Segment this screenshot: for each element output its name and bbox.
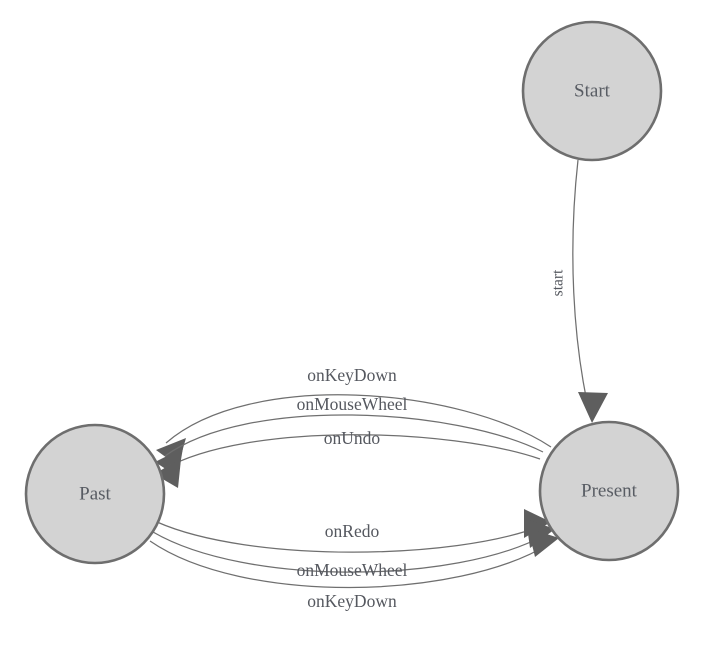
edge-label-past-to-present-onkeydown: onKeyDown: [307, 591, 397, 611]
edge-path-start-to-present: [572, 159, 590, 412]
edge-present-to-past-onundo[interactable]: [154, 434, 541, 488]
node-circle-past[interactable]: [24, 423, 166, 565]
node-present[interactable]: Present: [538, 420, 680, 562]
node-circle-start[interactable]: [521, 20, 663, 162]
node-start[interactable]: Start: [521, 20, 663, 162]
node-past[interactable]: Past: [24, 423, 166, 565]
edge-path-present-to-past-onkeydown: [165, 394, 552, 448]
edge-path-present-to-past-onmousewheel: [164, 414, 544, 457]
edge-label-past-to-present-onmousewheel: onMouseWheel: [297, 560, 408, 580]
node-label-start: Start: [574, 80, 611, 101]
node-label-present: Present: [581, 480, 638, 501]
node-circle-present[interactable]: [538, 420, 680, 562]
edge-path-past-to-present-onredo: [156, 521, 542, 553]
arrowhead-icon-present-to-past-onundo: [154, 459, 181, 488]
edge-labels-layer: start onKeyDown onMouseWheel onUndo onRedo on…: [297, 269, 567, 611]
edge-start-to-present[interactable]: [572, 159, 608, 423]
node-label-past: Past: [79, 483, 111, 504]
edges-layer: [149, 159, 608, 589]
edge-label-present-to-past-onmousewheel: onMouseWheel: [297, 394, 408, 414]
edge-label-present-to-past-onundo: onUndo: [324, 428, 381, 448]
edge-path-past-to-present-onkeydown: [149, 540, 550, 589]
edge-label-present-to-past-onkeydown: onKeyDown: [307, 365, 397, 385]
edge-label-past-to-present-onredo: onRedo: [325, 521, 380, 541]
edge-past-to-present-onkeydown[interactable]: [149, 528, 559, 589]
edge-label-start-to-present: start: [550, 269, 567, 296]
arrowhead-icon-start-to-present: [578, 392, 608, 423]
edge-path-present-to-past-onundo: [163, 434, 541, 470]
arrowhead-icon-past-to-present-onkeydown: [528, 528, 559, 557]
edge-path-past-to-present-onmousewheel: [152, 531, 546, 573]
